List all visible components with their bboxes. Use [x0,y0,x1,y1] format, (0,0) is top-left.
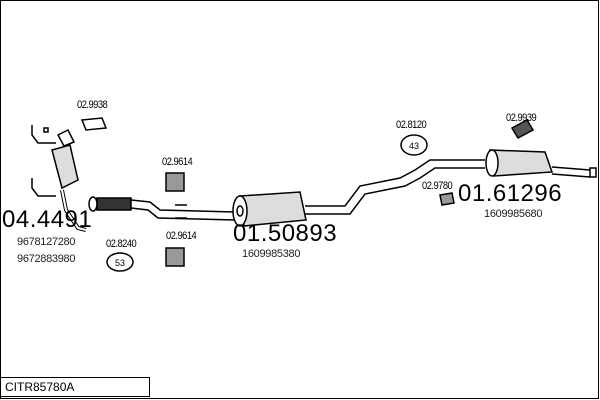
oe-number: 1609985380 [242,248,301,260]
oe-number: 9672883980 [17,253,76,265]
part-02-8240[interactable]: 02.8240 [106,238,137,250]
part-04-4491[interactable]: 04.4491 [2,206,93,233]
diagram-code: CITR85780A [0,377,150,397]
part-02-9938[interactable]: 02.9938 [77,99,108,111]
oe-number: 9678127280 [17,236,76,248]
part-02-9939[interactable]: 02.9939 [506,112,537,124]
oe-number: 1609985680 [484,208,543,220]
part-02-9780[interactable]: 02.9780 [422,180,453,192]
clamp-badge-43: 43 [409,141,419,151]
part-02-9614-b[interactable]: 02.9614 [166,230,197,242]
clamp-badge-53: 53 [115,258,125,268]
part-02-8120[interactable]: 02.8120 [396,119,427,131]
part-02-9614-a[interactable]: 02.9614 [162,156,193,168]
part-01-50893[interactable]: 01.50893 [233,220,338,247]
part-01-61296[interactable]: 01.61296 [458,180,563,207]
